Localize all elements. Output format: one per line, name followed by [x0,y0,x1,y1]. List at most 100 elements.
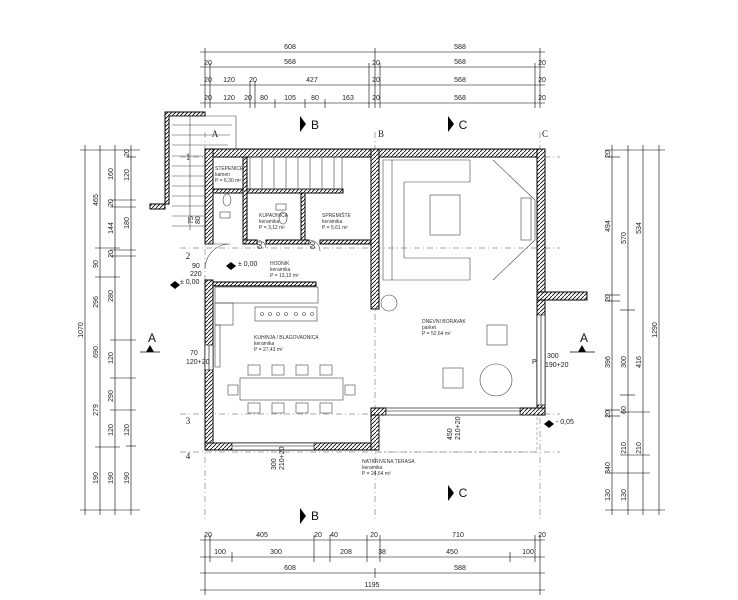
dim-text: 416 [636,356,643,368]
dim-text: 120 [124,169,131,181]
section-label-b-top: B [311,118,319,132]
p-label: P [532,359,537,366]
right-dimension-texts: 20 494 20 396 20 340 130 570 300 60 210 … [605,150,659,501]
doors [204,239,321,270]
opening-labels: 90 220 60 60 70 120+20 300 190+20 300 21… [186,216,569,470]
level-entrance: ± 0,00 [180,279,200,286]
dim-text: 20 [538,77,546,84]
terrace [378,414,538,453]
dim-text: 20 [244,95,252,102]
section-label-c-bottom: C [459,486,468,500]
room-floor-spremiste: keramika [322,219,343,225]
level-marks: ± 0,00 ± 0,00 - 0,05 [170,261,574,428]
dim-text: 20 [605,294,612,302]
dim-text: 190 [124,472,131,484]
room-name-dnevni: DNEVNI BORAVAK [422,319,466,325]
dim-text: 20 [249,77,257,84]
dim-text: 120 [108,424,115,436]
dim-text: 90 [93,260,100,268]
bottom-dimension-texts: 20 405 20 40 20 710 20 100 300 208 38 45… [204,532,546,589]
interior-stairs [249,156,343,190]
dim-text: 300 [270,549,282,556]
room-area-kupaonica: P = 3,12 m² [259,225,285,231]
dim-text: 20 [538,60,546,67]
section-arrow-icon [300,116,306,132]
dim-text: 120 [223,77,235,84]
room-area-dnevni: P = 52,64 m² [422,331,451,337]
room-labels: STEPENICE kamen P = 6,30 m² KUPAONICA ke… [215,166,466,477]
dim-text: 280 [108,290,115,302]
dim-text: 1070 [78,322,85,338]
room-floor-hodnik: keramika [270,267,291,273]
dim-text: 20 [204,95,212,102]
dim-text: 160 [108,168,115,180]
dim-text: 180 [124,217,131,229]
dim-text: 608 [284,44,296,51]
axis-label-4: 4 [186,451,191,461]
room-area-stepenice: P = 6,30 m² [215,178,241,184]
dim-text: 450 [446,549,458,556]
room-name-spremiste: SPREMIŠTE [322,212,352,219]
section-marks: B C B C A A [140,116,595,524]
level-marker-icon [544,420,554,428]
dim-text: 208 [340,549,352,556]
dim-text: 20 [204,60,212,67]
dim-text: 608 [284,565,296,572]
level-hodnik: ± 0,00 [238,261,258,268]
level-terrace: - 0,05 [556,419,574,426]
dim-text: 100 [214,549,226,556]
axis-label-b: B [378,129,384,139]
room-floor-kupaonica: keramika [259,219,280,225]
window-width-right: 300 [547,353,559,360]
dim-text: 710 [452,532,464,539]
dim-text: 588 [454,44,466,51]
dim-text: 20 [204,77,212,84]
dim-text: 20 [124,149,131,157]
dim-text: 1195 [364,582,379,589]
dim-text: 20 [108,250,115,258]
dim-text: 465 [93,194,100,206]
bottom-dimensions [200,535,545,595]
dim-text: 20 [372,60,380,67]
axis-label-3: 3 [186,416,191,426]
external-stairs [149,111,237,230]
left-dimensions [80,145,140,515]
axis-label-1: 1 [186,152,191,162]
dim-text: 568 [454,95,466,102]
dim-text: 105 [284,95,296,102]
dim-text: 20 [538,532,546,539]
dim-text: 427 [306,77,318,84]
dim-text: 588 [454,565,466,572]
door-width-spremiste: 60 [310,241,317,249]
room-floor-stepenice: kamen [215,172,230,178]
dim-text: 80 [260,95,268,102]
section-label-b-bottom: B [311,509,319,523]
dim-text: 38 [378,549,386,556]
section-arrow-icon [448,485,454,501]
section-label-a-left: A [148,331,156,345]
dim-text: 100 [522,549,534,556]
room-area-terasa: P = 24,64 m² [362,471,391,477]
room-name-stepenice: STEPENICE [215,166,244,172]
dim-text: 20 [372,95,380,102]
top-dimension-texts: 608 588 20 568 20 568 20 20 120 20 427 2… [204,44,546,102]
dim-text: 20 [372,77,380,84]
level-marker-icon [170,281,180,289]
right-dimensions [605,145,665,515]
dim-text: 20 [204,532,212,539]
dim-text: 120 [124,424,131,436]
level-marker-icon [226,262,236,270]
door-height: 220 [190,271,202,278]
window-height-right: 190+20 [545,362,569,369]
dim-text: 210 [636,442,643,454]
room-name-hodnik: HODNIK [270,261,290,267]
window-width-bottom: 300 [271,458,278,470]
door-width-kupaonica: 60 [257,241,264,249]
room-area-kuhinja: P = 27,43 m² [254,347,283,353]
dim-text: 300 [621,356,628,368]
dim-text: 130 [621,489,628,501]
dim-text: 405 [256,532,268,539]
dim-text: 20 [370,532,378,539]
room-name-kupaonica: KUPAONICA [259,213,289,219]
dim-text: 190 [108,472,115,484]
